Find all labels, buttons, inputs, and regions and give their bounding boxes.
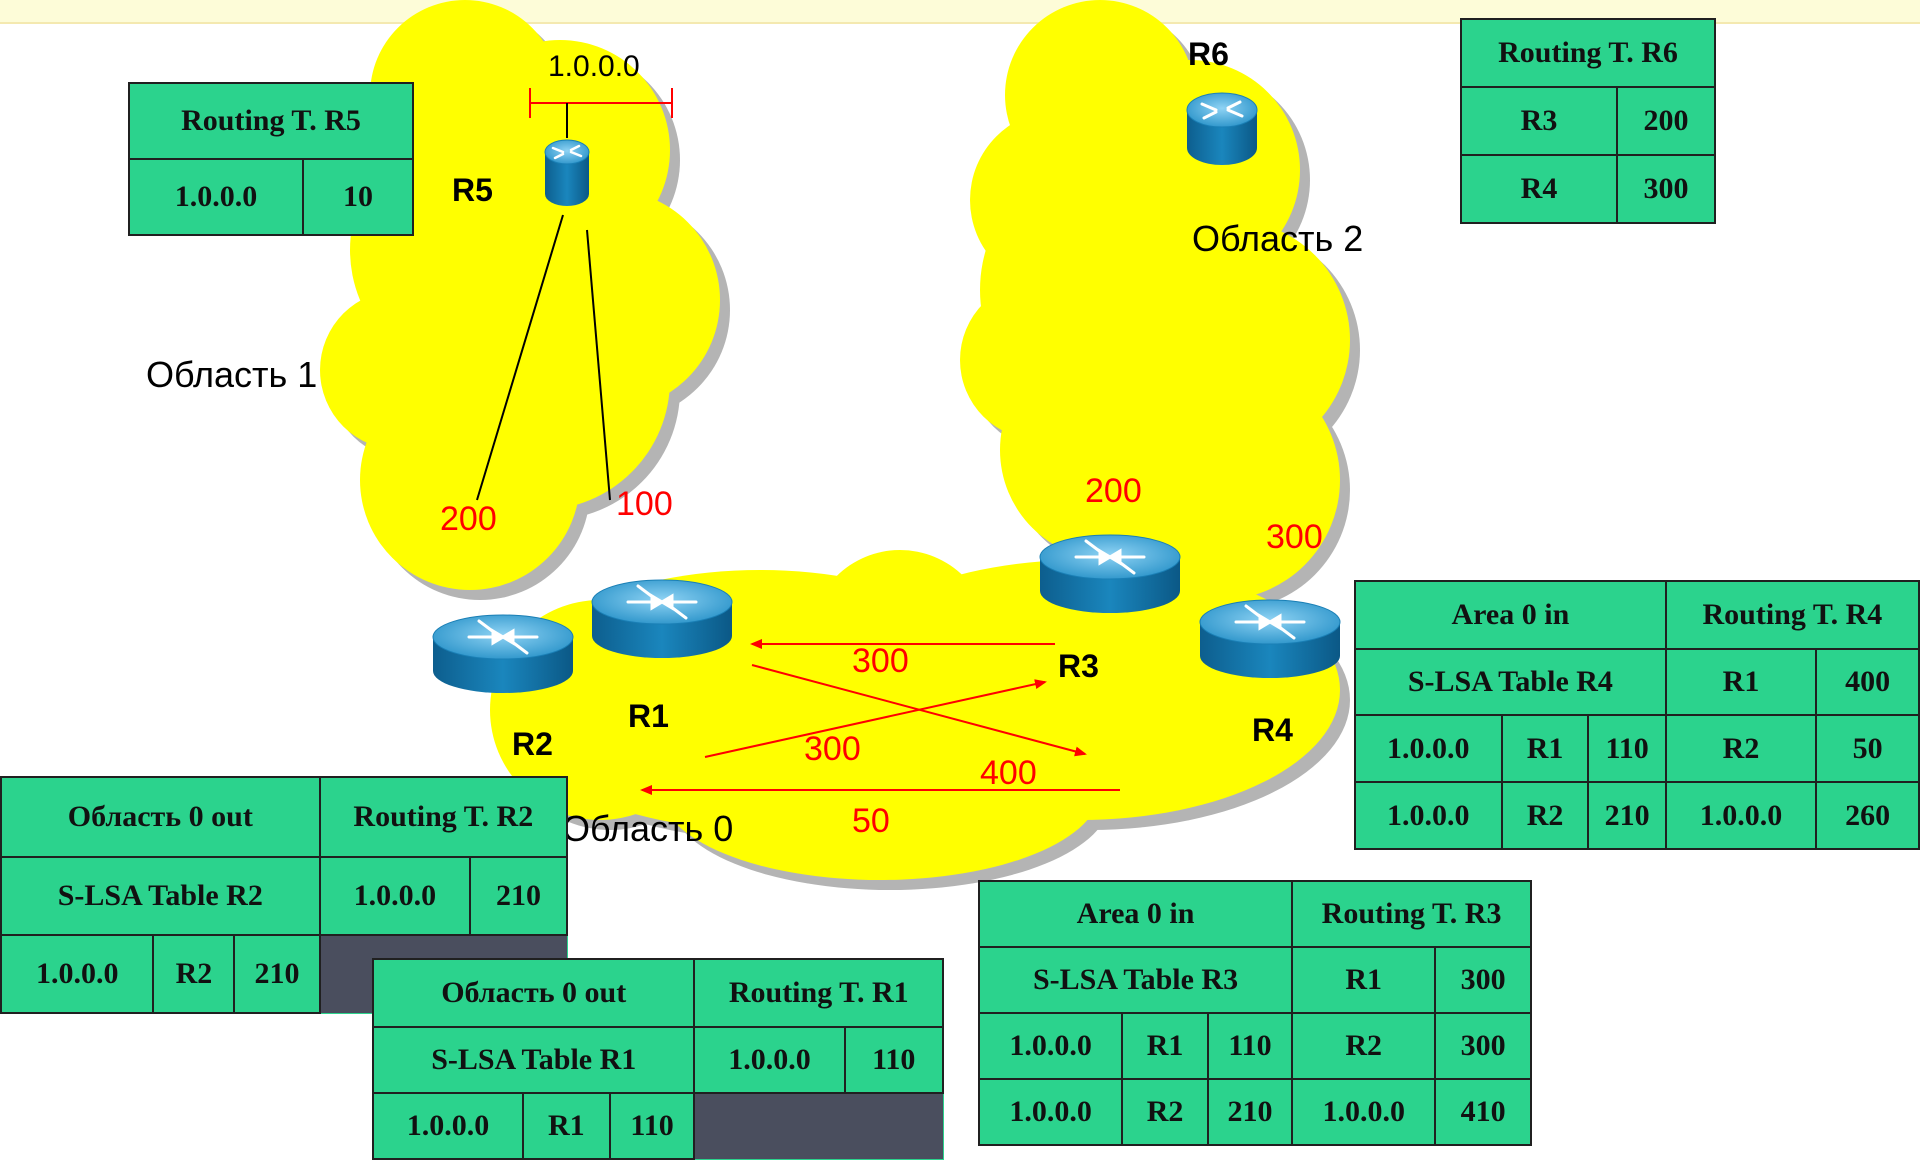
table-cell: R4 <box>1460 154 1618 224</box>
table-cell: 300 <box>1434 946 1532 1014</box>
tables-r1: Область 0 out Routing T. R1 S-LSA Table … <box>371 958 945 1160</box>
router-r2-label: R2 <box>512 726 553 762</box>
table-cell: 210 <box>1206 1078 1294 1146</box>
r4-slsa-title: S-LSA Table R4 <box>1354 648 1667 716</box>
table-cell: R2 <box>1291 1012 1437 1080</box>
routing-table-r6: Routing T. R6 R3 200 R4 300 <box>1460 18 1716 224</box>
table-cell: 1.0.0.0 <box>318 856 472 936</box>
area2-cloud <box>960 0 1350 600</box>
router-r3-icon[interactable] <box>1038 533 1182 615</box>
table-cell: 1.0.0.0 <box>1664 781 1818 850</box>
r3-area-in-title: Area 0 in <box>977 880 1294 948</box>
link-r5-r2 <box>476 214 564 501</box>
router-r1-icon[interactable] <box>590 578 734 660</box>
router-r4-label: R4 <box>1252 712 1293 748</box>
table-cell: 110 <box>1206 1012 1294 1080</box>
r4-area-in-title: Area 0 in <box>1354 580 1667 650</box>
cost-r3-r1: 300 <box>852 642 909 680</box>
router-r2-icon[interactable] <box>431 613 575 695</box>
table-cell: 1.0.0.0 <box>1354 714 1503 783</box>
router-r4-icon[interactable] <box>1198 598 1342 680</box>
routing-table-r6-title: Routing T. R6 <box>1460 18 1716 88</box>
r4-routing-title: Routing T. R4 <box>1664 580 1920 650</box>
table-cell: 1.0.0.0 <box>1354 781 1503 850</box>
area2-label: Область 2 <box>1192 218 1364 259</box>
cost-r4-r2: 50 <box>852 802 890 840</box>
table-cell: R1 <box>1664 648 1818 716</box>
table-cell: 210 <box>469 856 568 936</box>
table-cell: 1.0.0.0 <box>371 1092 525 1160</box>
cost-r5-r1: 100 <box>616 485 673 523</box>
area0-label: Область 0 <box>562 808 734 849</box>
routing-table-r5-cost: 10 <box>302 158 414 236</box>
cost-r3-r6: 200 <box>1085 472 1142 510</box>
r1-area-out-title: Область 0 out <box>371 958 696 1028</box>
table-cell: R1 <box>1121 1012 1209 1080</box>
table-cell: R1 <box>522 1092 611 1160</box>
table-cell: 1.0.0.0 <box>977 1078 1124 1146</box>
area1-label: Область 1 <box>146 354 318 395</box>
table-cell: 110 <box>843 1026 945 1094</box>
network-label: 1.0.0.0 <box>548 50 640 83</box>
table-cell: 300 <box>1434 1012 1532 1080</box>
table-cell: R2 <box>1121 1078 1209 1146</box>
link-r5-r1 <box>586 229 611 501</box>
routing-table-r5: Routing T. R5 1.0.0.0 10 <box>128 82 414 236</box>
table-cell: 200 <box>1616 86 1716 156</box>
routing-table-r5-title: Routing T. R5 <box>128 82 414 160</box>
tables-r4: Area 0 in Routing T. R4 S-LSA Table R4 R… <box>1354 580 1920 850</box>
table-cell: 300 <box>1616 154 1716 224</box>
table-cell: 110 <box>1587 714 1667 783</box>
table-cell: 210 <box>233 934 321 1014</box>
table-cell: 1.0.0.0 <box>693 1026 846 1094</box>
empty-cell <box>694 1093 943 1159</box>
router-r1-label: R1 <box>628 698 669 734</box>
table-cell: 1.0.0.0 <box>1291 1078 1437 1146</box>
cost-r1-r3: 300 <box>804 730 861 768</box>
arrow-r1-r4 <box>751 664 1087 757</box>
cost-r5-r2: 200 <box>440 500 497 538</box>
network-segment <box>529 88 673 118</box>
r2-slsa-title: S-LSA Table R2 <box>0 856 321 936</box>
table-cell: 50 <box>1815 714 1920 783</box>
arrow-r1-r3 <box>704 679 1047 758</box>
table-cell: R2 <box>1664 714 1818 783</box>
r1-slsa-title: S-LSA Table R1 <box>371 1026 696 1094</box>
tables-r3: Area 0 in Routing T. R3 S-LSA Table R3 R… <box>977 880 1532 1146</box>
cost-r4-r6: 300 <box>1266 518 1323 556</box>
cost-r1-r4: 400 <box>980 754 1037 792</box>
r2-area-out-title: Область 0 out <box>0 776 321 858</box>
table-cell: 260 <box>1815 781 1920 850</box>
table-cell: 1.0.0.0 <box>977 1012 1124 1080</box>
table-cell: 1.0.0.0 <box>0 934 155 1014</box>
router-r3-label: R3 <box>1058 648 1099 684</box>
r1-routing-title: Routing T. R1 <box>693 958 944 1028</box>
slide-top-band <box>0 0 1920 24</box>
table-cell: R1 <box>1500 714 1590 783</box>
r3-slsa-title: S-LSA Table R3 <box>977 946 1294 1014</box>
table-cell: R1 <box>1291 946 1437 1014</box>
table-cell: 410 <box>1434 1078 1532 1146</box>
router-r5-label: R5 <box>452 172 493 208</box>
table-cell: R2 <box>152 934 236 1014</box>
router-r5-icon[interactable] <box>543 138 591 208</box>
table-cell: 400 <box>1815 648 1920 716</box>
routing-table-r5-dest: 1.0.0.0 <box>128 158 304 236</box>
table-cell: R3 <box>1460 86 1618 156</box>
table-cell: R2 <box>1500 781 1590 850</box>
table-cell: 210 <box>1587 781 1667 850</box>
router-r6-label: R6 <box>1188 36 1229 72</box>
table-cell: 110 <box>608 1092 696 1160</box>
r3-routing-title: Routing T. R3 <box>1291 880 1532 948</box>
r2-routing-title: Routing T. R2 <box>318 776 569 858</box>
router-r6-icon[interactable] <box>1185 91 1259 167</box>
